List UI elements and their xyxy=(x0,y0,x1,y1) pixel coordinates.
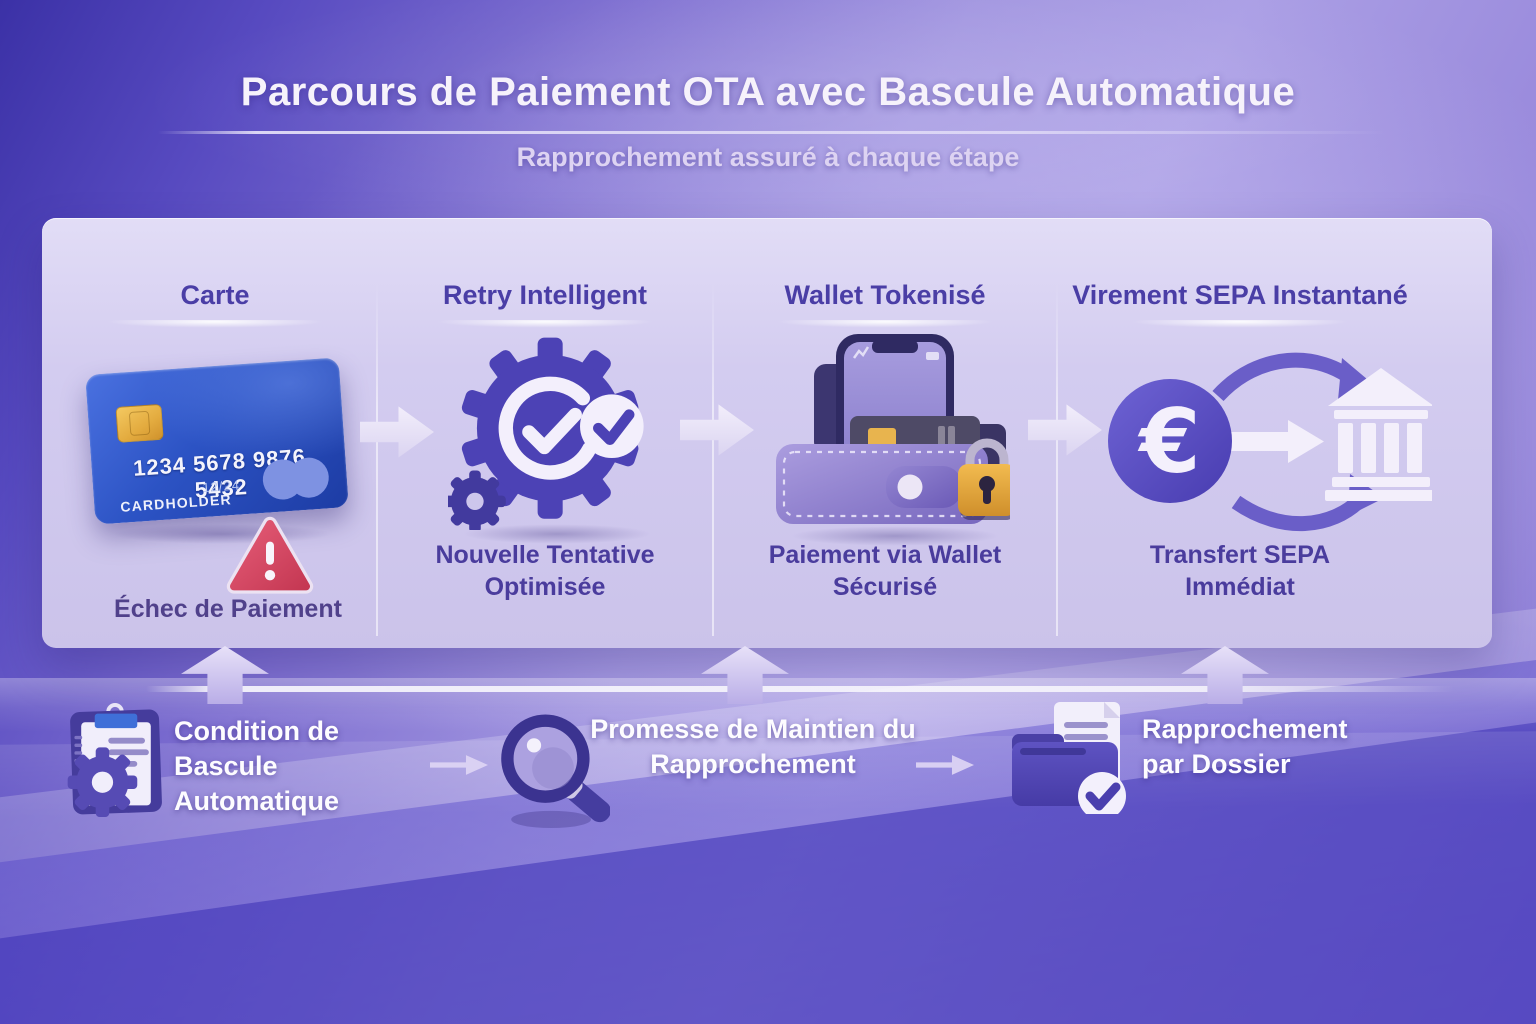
step-title-retry: Retry Intelligent xyxy=(442,280,648,310)
magnifier-icon xyxy=(501,714,610,828)
column-divider xyxy=(712,282,714,636)
svg-text:€: € xyxy=(1137,390,1200,493)
timeline-label-rapprochement: Rapprochement par Dossier xyxy=(1142,714,1348,780)
title-divider xyxy=(158,131,1386,134)
card-brand-circles-icon xyxy=(261,456,331,501)
card-chip-icon xyxy=(115,403,164,443)
page-title: Parcours de Paiement OTA avec Bascule Au… xyxy=(240,70,1296,114)
timeline-label-promesse: Promesse de Maintien du Rapprochement xyxy=(590,714,916,780)
shadow xyxy=(462,524,652,544)
wallet-phone-lock-icon xyxy=(776,334,1010,524)
step-title-virement: Virement SEPA Instantané xyxy=(1072,280,1408,310)
shadow xyxy=(790,526,1000,546)
caption-virement: Transfert SEPA Immédiat xyxy=(1149,541,1331,601)
title-underline xyxy=(395,320,695,329)
folder-check-icon xyxy=(1012,702,1126,814)
timeline-label-condition: Condition de Bascule Automatique xyxy=(174,716,339,817)
caption-echec: Échec de Paiement xyxy=(114,595,342,623)
title-underline xyxy=(65,320,365,329)
page-subtitle: Rapprochement assuré à chaque étape xyxy=(516,142,1020,172)
title-underline xyxy=(735,320,1035,329)
caption-wallet: Paiement via Wallet Sécurisé xyxy=(768,541,1002,601)
column-divider xyxy=(376,282,378,636)
title-underline xyxy=(1090,320,1390,329)
right-arrow-icon xyxy=(360,406,434,458)
clipboard-gear-icon xyxy=(67,702,162,818)
header-glow xyxy=(0,0,1536,220)
step-title-carte: Carte xyxy=(180,280,250,310)
step-title-wallet: Wallet Tokenisé xyxy=(784,280,986,310)
credit-card-icon: 1234 5678 9876 5432 12/24 CARDHOLDER xyxy=(85,357,349,525)
gear-retry-check-icon xyxy=(448,337,644,530)
right-arrow-icon xyxy=(680,404,754,456)
right-arrow-icon xyxy=(1028,404,1102,456)
warning-triangle-icon xyxy=(226,516,314,594)
flow-panel: Carte Retry Intelligent Wallet Tokenisé … xyxy=(42,218,1492,648)
caption-retry: Nouvelle Tentative Optimisée xyxy=(435,541,655,601)
timeline-line xyxy=(146,686,1454,692)
column-divider xyxy=(1056,282,1058,636)
euro-bank-transfer-icon: € xyxy=(1108,352,1432,532)
